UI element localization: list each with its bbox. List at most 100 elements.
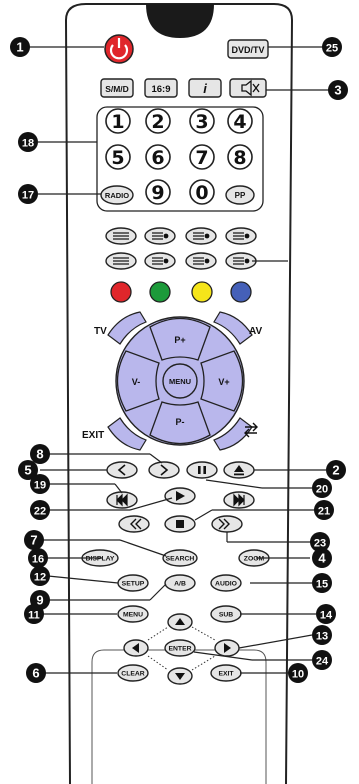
skip-back-button[interactable] [106,491,138,509]
number-label: 6 [151,147,164,169]
next-button[interactable] [148,461,180,479]
number-button-2[interactable]: 2 [145,108,171,134]
blue-button[interactable] [230,281,252,303]
callout-number: 7 [30,533,37,548]
callout-23: 23 [310,532,330,552]
callout-number: 19 [34,480,46,492]
swap-button[interactable] [213,417,253,451]
radio-button[interactable]: RADIO [100,185,134,205]
clear-button[interactable]: CLEAR [117,664,149,682]
menu-button[interactable]: MENU [117,605,149,623]
number-button-9[interactable]: 9 [145,179,171,205]
pause-button[interactable] [186,461,218,479]
number-button-8[interactable]: 8 [227,144,253,170]
enter-button[interactable]: ENTER [164,639,196,657]
power-icon [109,44,129,60]
stop-button[interactable] [164,515,196,533]
info-label: i [203,81,207,96]
eject-button[interactable] [223,461,255,479]
exit-corner-button[interactable] [107,417,147,451]
teletext-mix-icon [152,232,169,240]
search-button[interactable]: SEARCH [162,549,198,567]
teletext-button[interactable] [105,227,137,245]
tv-button[interactable] [107,311,147,345]
fast-forward-button[interactable] [211,515,243,533]
rewind-button[interactable] [118,515,150,533]
green-button[interactable] [149,281,171,303]
dvd-tv-button[interactable]: DVD/TV [227,39,269,59]
teletext-button[interactable] [105,252,137,270]
callout-2: 2 [326,460,346,480]
teletext-button[interactable] [225,227,257,245]
number-button-3[interactable]: 3 [189,108,215,134]
number-button-5[interactable]: 5 [105,144,131,170]
av-button[interactable] [213,311,253,345]
swap-icon [244,422,258,438]
teletext-button[interactable] [225,252,257,270]
number-button-4[interactable]: 4 [227,108,253,134]
dvd-tv-label: DVD/TV [231,45,264,55]
menu-label: MENU [123,612,143,619]
volume-down-button[interactable] [116,350,160,412]
number-button-1[interactable]: 1 [105,108,131,134]
teletext-size-icon [113,257,129,265]
play-button[interactable] [164,487,196,505]
stop-icon [176,520,184,528]
cursor-right-button[interactable] [214,639,240,657]
callout-number: 14 [320,610,333,622]
smd-button[interactable]: S/M/D [100,78,134,98]
navigation-pad: P+ P- V- V+ MENU TV AV EXIT [82,311,262,451]
ab-button[interactable]: A/B [164,574,196,592]
prev-button[interactable] [106,461,138,479]
audio-button[interactable]: AUDIO [210,574,242,592]
volume-up-label: V+ [218,377,229,387]
teletext-button[interactable] [144,252,176,270]
exit-button[interactable]: EXIT [210,664,242,682]
audio-label: AUDIO [215,581,237,588]
yellow-button[interactable] [191,281,213,303]
number-label: 5 [111,147,124,169]
av-label: AV [249,326,262,337]
leader-lines [28,46,330,674]
callout-number: 12 [34,572,46,584]
skip-forward-button[interactable] [223,491,255,509]
menu-center-button[interactable] [162,363,198,399]
number-button-6[interactable]: 6 [145,144,171,170]
red-button[interactable] [110,281,132,303]
info-button[interactable]: i [188,78,222,98]
teletext-button[interactable] [185,252,217,270]
callout-13: 13 [312,625,332,645]
volume-up-button[interactable] [200,350,244,412]
callout-number: 25 [326,43,338,55]
callout-7: 7 [24,530,44,550]
number-button-0[interactable]: 0 [189,179,215,205]
teletext-reveal-icon [233,257,250,265]
ratio-button[interactable]: 16:9 [144,78,178,98]
number-button-7[interactable]: 7 [189,144,215,170]
cursor-up-button[interactable] [167,613,193,631]
mute-icon [241,79,260,97]
cursor-down-button[interactable] [167,667,193,685]
clear-label: CLEAR [121,671,145,678]
number-label: 3 [195,111,208,133]
mute-button[interactable] [229,78,267,98]
callout-6: 6 [26,663,46,683]
pp-button[interactable]: PP [225,185,255,205]
program-up-button[interactable] [149,317,211,361]
callout-10: 10 [288,663,308,683]
arrow-down-icon [175,673,185,680]
setup-label: SETUP [122,581,145,588]
eject-icon [234,465,244,472]
cursor-left-button[interactable] [123,639,149,657]
sub-button[interactable]: SUB [210,605,242,623]
callout-number: 16 [32,554,44,566]
callout-21: 21 [314,500,334,520]
program-down-button[interactable] [149,401,211,445]
teletext-button[interactable] [185,227,217,245]
teletext-button[interactable] [144,227,176,245]
setup-button[interactable]: SETUP [117,574,149,592]
search-label: SEARCH [166,556,195,563]
power-button[interactable] [104,34,134,64]
